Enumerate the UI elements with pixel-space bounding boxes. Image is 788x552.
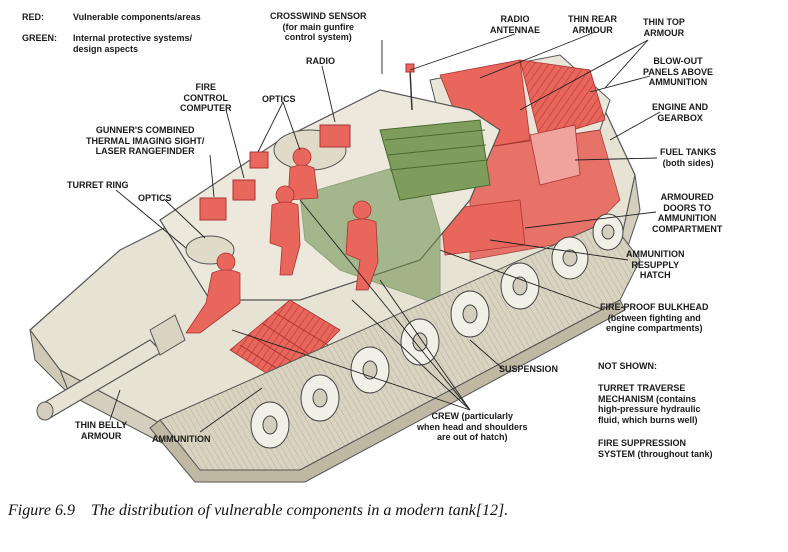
label-optics-left: OPTICS [138, 193, 172, 203]
main-gun [36, 314, 186, 421]
ammunition-compartment [379, 119, 491, 201]
label-thin-top-armour: THIN TOP ARMOUR [643, 17, 685, 38]
label-suspension: SUSPENSION [499, 364, 559, 374]
legend-red-key: RED: [22, 12, 44, 22]
label-not-shown: NOT SHOWN: [598, 361, 657, 371]
label-fuel-tanks: FUEL TANKS (both sides) [660, 147, 717, 168]
label-turret-ring: TURRET RING [67, 180, 129, 190]
fuel-tank [529, 124, 581, 186]
label-ammunition-resupply-hatch: AMMUNITION RESUPPLY HATCH [626, 249, 685, 280]
label-blow-out-panels: BLOW-OUT PANELS ABOVE AMMUNITION [643, 56, 714, 87]
figure-caption: Figure 6.9 The distribution of vulnerabl… [8, 502, 509, 519]
label-radio: RADIO [306, 56, 335, 66]
label-radio-antennae: RADIO ANTENNAE [490, 14, 541, 35]
label-fire-control-computer: FIRE CONTROL COMPUTER [180, 82, 232, 113]
leader-lines [109, 31, 661, 433]
legend-red-text: Vulnerable components/areas [73, 12, 201, 22]
road-wheels [250, 213, 624, 449]
label-thin-belly-armour: THIN BELLY ARMOUR [75, 420, 128, 441]
label-armoured-doors: ARMOURED DOORS TO AMMUNITION COMPARTMENT [652, 192, 723, 234]
label-engine-gearbox: ENGINE AND GEARBOX [652, 102, 709, 123]
label-crew: CREW (particularly when head and shoulde… [417, 411, 528, 442]
label-gunner-sight: GUNNER'S COMBINED THERMAL IMAGING SIGHT/… [86, 125, 205, 156]
crosswind-sensor [405, 63, 415, 73]
thin-top-armour-area [519, 59, 606, 141]
label-ammunition: AMMUNITION [152, 434, 211, 444]
legend-green-text: Internal protective systems/ design aspe… [73, 33, 193, 54]
gunner-sight-box [199, 197, 227, 221]
label-crosswind-sensor: CROSSWIND SENSOR (for main gunfire contr… [270, 11, 367, 42]
crew [185, 147, 379, 334]
label-optics-top: OPTICS [262, 94, 296, 104]
legend-green-key: GREEN: [22, 33, 58, 43]
label-fire-proof-bulkhead: FIRE-PROOF BULKHEAD (between fighting an… [600, 302, 709, 333]
fire-control-computer-box [232, 179, 256, 201]
label-turret-traverse: TURRET TRAVERSE MECHANISM (contains high… [598, 383, 701, 425]
optics-box [249, 151, 269, 169]
antenna [409, 69, 413, 111]
label-thin-rear-armour: THIN REAR ARMOUR [568, 14, 617, 35]
label-fire-suppression: FIRE SUPPRESSION SYSTEM (throughout tank… [598, 438, 713, 459]
radio-box [319, 124, 351, 148]
